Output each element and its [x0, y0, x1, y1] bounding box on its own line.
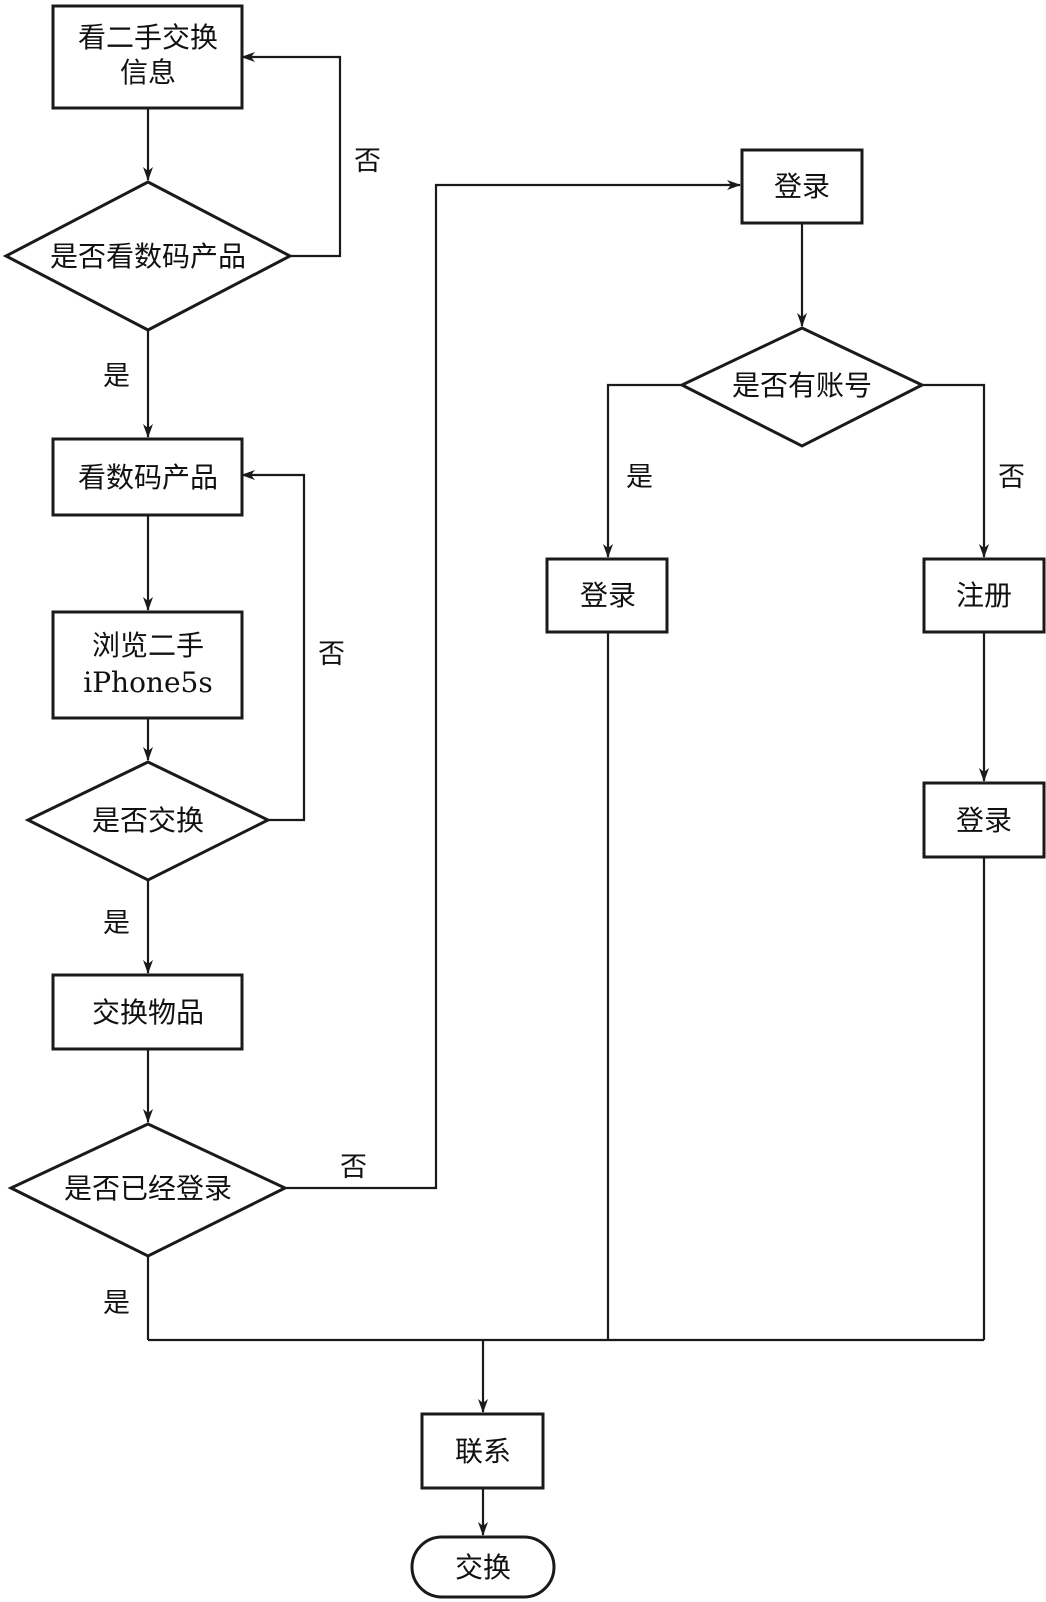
label-digital-no: 否	[354, 146, 381, 177]
node-login-yes: 登录	[545, 557, 669, 634]
label-logged-yes: 是	[103, 1288, 130, 1319]
label-account-no: 否	[998, 462, 1025, 493]
node-contact-label: 联系	[455, 1435, 511, 1468]
node-view-info: 看二手交换 信息	[51, 4, 244, 110]
edge-labels: 否 是 否 是 否 是 是 否	[103, 146, 1025, 1319]
node-login-top: 登录	[740, 148, 864, 225]
node-browse-iphone-line2: iPhone5s	[83, 666, 212, 699]
decision-has-account: 是否有账号	[678, 326, 926, 448]
node-login-top-label: 登录	[774, 170, 830, 203]
node-login-after-register-label: 登录	[956, 804, 1012, 837]
node-register: 注册	[922, 557, 1046, 634]
node-contact: 联系	[420, 1412, 545, 1490]
label-exchange-yes: 是	[103, 908, 130, 939]
arrow-q-account-yes-to-login	[603, 383, 682, 558]
node-exchange-items-label: 交换物品	[92, 996, 204, 1029]
node-view-digital: 看数码产品	[51, 437, 244, 517]
arrow-q-account-no-to-register	[922, 383, 989, 558]
decision-logged-in-label: 是否已经登录	[64, 1172, 232, 1205]
decision-logged-in: 是否已经登录	[7, 1122, 289, 1258]
node-view-info-line1: 看二手交换	[78, 21, 218, 54]
node-browse-iphone: 浏览二手 iPhone5s	[51, 610, 244, 720]
decision-digital-label: 是否看数码产品	[50, 240, 246, 273]
node-login-after-register: 登录	[922, 781, 1046, 859]
arrow-q-digital-no-loop	[241, 52, 342, 258]
label-digital-yes: 是	[103, 361, 130, 392]
arrow-q-exchange-no-loop	[241, 470, 306, 822]
decision-exchange-label: 是否交换	[92, 804, 204, 837]
decision-digital: 是否看数码产品	[2, 180, 294, 332]
node-view-info-line2: 信息	[120, 56, 176, 89]
connectors	[143, 52, 989, 1536]
label-account-yes: 是	[626, 462, 653, 493]
node-view-digital-label: 看数码产品	[78, 461, 218, 494]
decision-exchange: 是否交换	[24, 760, 272, 882]
node-exchange-items: 交换物品	[51, 973, 244, 1051]
node-login-yes-label: 登录	[580, 579, 636, 612]
label-logged-no: 否	[340, 1152, 367, 1183]
terminal-exchange: 交换	[410, 1535, 556, 1599]
terminal-exchange-label: 交换	[455, 1551, 511, 1584]
decision-has-account-label: 是否有账号	[732, 369, 872, 402]
node-browse-iphone-line1: 浏览二手	[92, 629, 204, 662]
node-register-label: 注册	[956, 579, 1012, 612]
arrow-q-logged-no-to-login	[285, 180, 741, 1190]
label-exchange-no: 否	[318, 639, 345, 670]
